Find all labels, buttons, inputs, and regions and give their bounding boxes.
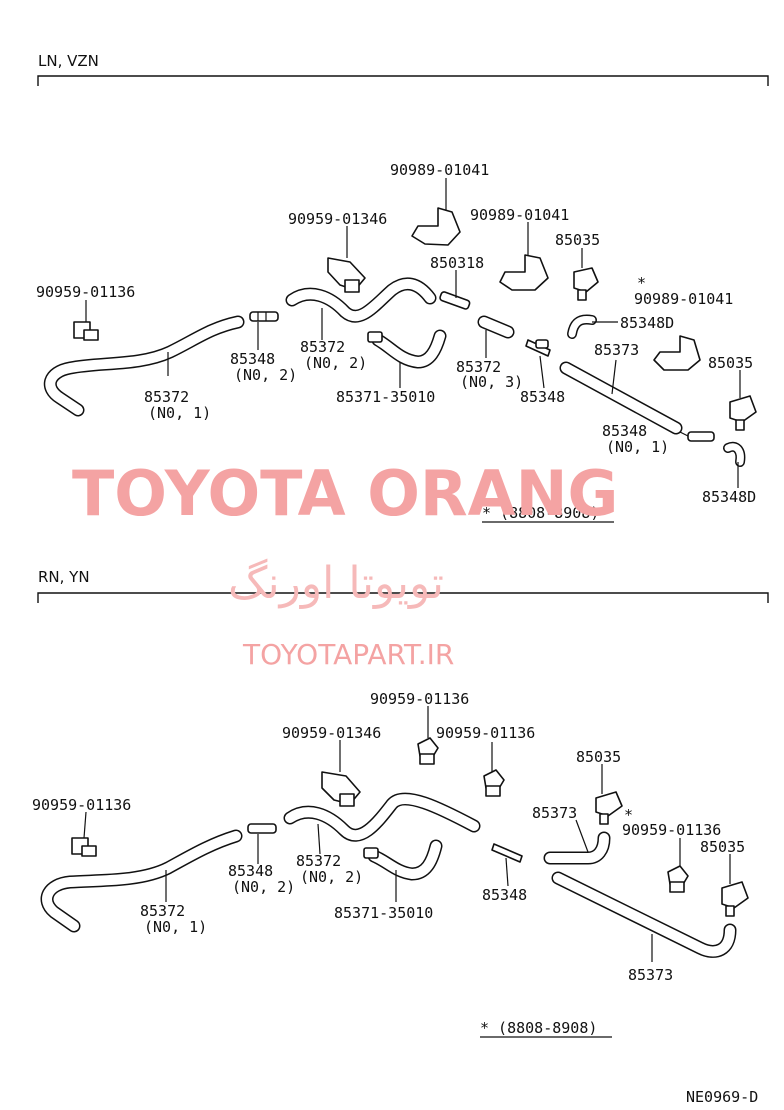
leader-lines-bottom	[83, 706, 731, 1038]
asterisk-marker-top: *	[637, 274, 646, 292]
label-90959-01136-d: 90959-01136	[32, 796, 131, 814]
label-90959-01346: 90959-01346	[288, 210, 387, 228]
bracket-icon	[327, 257, 366, 293]
label-85348D-a: 85348D	[620, 314, 674, 332]
hose-icon	[477, 315, 515, 339]
label-85372-no2: 85372	[300, 338, 345, 356]
clip-icon	[411, 207, 461, 246]
label-85348-no2: 85348	[230, 350, 275, 368]
label-85348-mid: 85348	[520, 388, 565, 406]
connector-icon	[491, 843, 523, 863]
clip-icon	[667, 865, 689, 893]
label-85348-no1-sub: (N0, 1)	[606, 438, 669, 456]
label-85348-b: 85348	[482, 886, 527, 904]
label-85348-no2-b: 85348	[228, 862, 273, 880]
label-85372-no1-b: 85372	[140, 902, 185, 920]
label-85373-b: 85373	[532, 804, 577, 822]
hose-icon	[363, 839, 443, 881]
label-90989-01041-a: 90989-01041	[390, 161, 489, 179]
label-85348-no1: 85348	[602, 422, 647, 440]
label-90989-01041-c: 90989-01041	[634, 290, 733, 308]
label-85348-no2-sub: (N0, 2)	[234, 366, 297, 384]
section-frame-bottom	[37, 592, 769, 603]
clip-icon	[483, 769, 505, 797]
connector-icon	[247, 823, 277, 834]
section-title-bottom: RN, YN	[38, 568, 90, 586]
hose-icon	[367, 329, 447, 369]
nozzle-icon	[729, 395, 757, 431]
note-top: * (8808-8908)	[482, 504, 599, 522]
label-85371-35010-b: 85371-35010	[334, 904, 433, 922]
bracket-icon	[321, 771, 361, 807]
label-85348D-b: 85348D	[702, 488, 756, 506]
note-bottom: * (8808-8908)	[480, 1019, 597, 1037]
label-90959-01136-b: 90959-01136	[370, 690, 469, 708]
asterisk-marker-bottom: *	[624, 806, 633, 824]
watermark-url: TOYOTAPART.IR	[242, 638, 454, 671]
watermark-persian: تویوتا اورنگ	[228, 558, 444, 609]
section-frame-top	[37, 75, 769, 86]
label-90959-01136-a: 90959-01136	[36, 283, 135, 301]
section-title-top: LN, VZN	[38, 52, 99, 70]
connector-icon	[249, 311, 279, 322]
nozzle-icon	[573, 267, 599, 301]
label-85035-a: 85035	[555, 231, 600, 249]
elbow-icon	[723, 441, 746, 467]
label-90959-01136-e: 90959-01136	[622, 821, 721, 839]
hose-icon	[285, 277, 437, 323]
label-85373-c: 85373	[628, 966, 673, 984]
clip-icon	[499, 254, 549, 291]
nozzle-icon	[595, 791, 623, 825]
label-85373-a: 85373	[594, 341, 639, 359]
label-85372-no3: 85372	[456, 358, 501, 376]
hose-icon	[43, 315, 245, 417]
hose-icon	[551, 871, 737, 958]
label-85372-no2-b-sub: (N0, 2)	[300, 868, 363, 886]
watermark-brand: TOYOTA ORANG	[72, 457, 618, 530]
label-85372-no1-sub: (N0, 1)	[148, 404, 211, 422]
elbow-icon	[567, 314, 597, 339]
label-85372-no1-b-sub: (N0, 1)	[144, 918, 207, 936]
hose-icon	[40, 829, 243, 933]
label-850318: 850318	[430, 254, 484, 272]
clip-icon	[417, 737, 439, 765]
label-90959-01346-b: 90959-01346	[282, 724, 381, 742]
label-90989-01041-b: 90989-01041	[470, 206, 569, 224]
hose-icon	[559, 361, 683, 435]
diagram-code: NE0969-D	[686, 1088, 758, 1106]
label-90959-01136-c: 90959-01136	[436, 724, 535, 742]
label-85372-no1: 85372	[144, 388, 189, 406]
label-85348-no2-b-sub: (N0, 2)	[232, 878, 295, 896]
label-85372-no2-b: 85372	[296, 852, 341, 870]
leader-lines-top	[85, 178, 741, 523]
hose-icon	[543, 831, 611, 865]
label-85372-no3-sub: (N0, 3)	[460, 373, 523, 391]
label-85035-b: 85035	[708, 354, 753, 372]
label-85035-c: 85035	[576, 748, 621, 766]
hose-icon	[283, 792, 481, 842]
clip-icon	[653, 335, 701, 371]
nozzle-icon	[721, 881, 749, 917]
connector-icon	[687, 431, 715, 442]
clip-icon	[71, 837, 97, 857]
connector-icon	[439, 291, 471, 310]
label-85035-d: 85035	[700, 838, 745, 856]
label-85371-35010: 85371-35010	[336, 388, 435, 406]
connector-icon	[525, 339, 551, 357]
label-85372-no2-sub: (N0, 2)	[304, 354, 367, 372]
clip-icon	[73, 321, 99, 341]
